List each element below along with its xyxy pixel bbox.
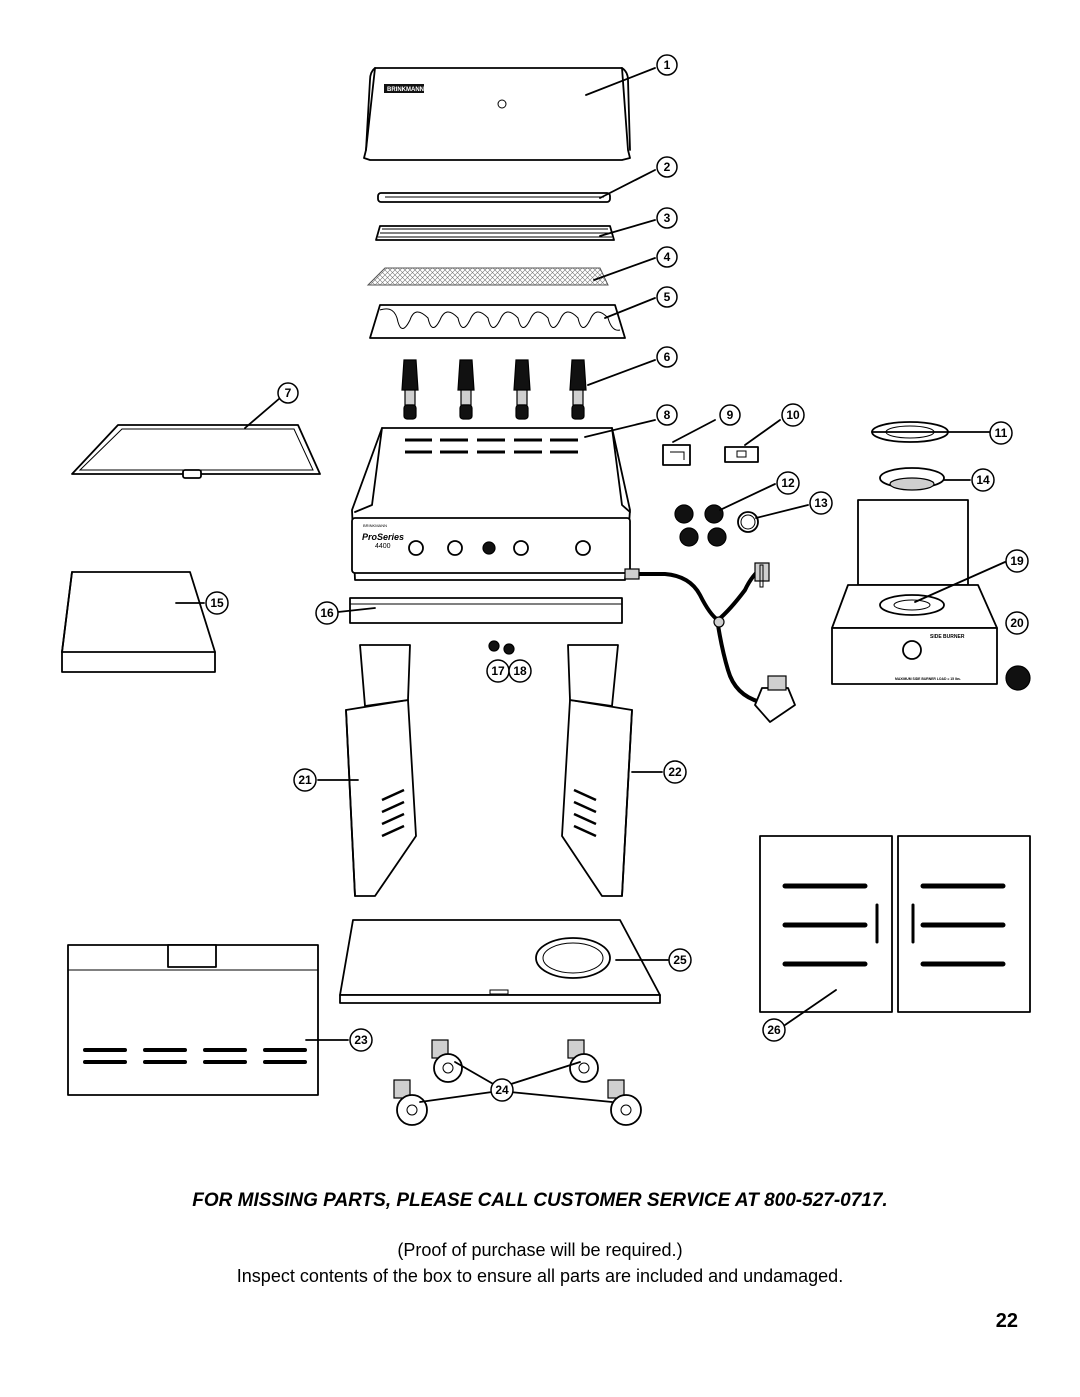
callout-15: 15 [205, 591, 229, 615]
part-side-burner [879, 467, 971, 491]
proof-of-purchase-text: (Proof of purchase will be required.) [397, 1240, 683, 1260]
callout-13: 13 [809, 491, 833, 515]
part-grill-body: BRINKMANN ProSeries 4400 [351, 419, 656, 581]
part-valve-stems [401, 359, 656, 420]
part-drip-tray [71, 397, 321, 479]
callout-22: 22 [663, 760, 687, 784]
svg-text:15: 15 [210, 596, 224, 610]
part-bracket-10 [724, 419, 781, 463]
callout-26: 26 [762, 1018, 786, 1042]
part-side-burner-grate [871, 421, 991, 443]
callout-3: 3 [656, 207, 678, 229]
svg-text:23: 23 [354, 1033, 368, 1047]
callout-19: 19 [1005, 549, 1029, 573]
inspect-contents-text: Inspect contents of the box to ensure al… [236, 1266, 844, 1286]
callout-11: 11 [989, 421, 1013, 445]
svg-text:8: 8 [664, 408, 671, 422]
lid-brand-label: BRINKMANN [387, 87, 424, 93]
svg-text:2: 2 [664, 160, 671, 174]
svg-text:26: 26 [767, 1023, 781, 1037]
page-number: 22 [995, 1310, 1018, 1332]
panel-brand-label: BRINKMANN [363, 523, 387, 528]
svg-text:5: 5 [664, 290, 671, 304]
side-burner-max-load: MAXIMUM SIDE BURNER LOAD = 15 lbs. [895, 677, 961, 681]
svg-text:16: 16 [320, 606, 334, 620]
callout-1: 1 [656, 54, 678, 76]
part-doors [759, 835, 1031, 1026]
callout-18: 18 [508, 659, 532, 683]
svg-text:24: 24 [495, 1083, 509, 1097]
part-thermometer [737, 504, 809, 533]
side-burner-title: SIDE BURNER [930, 634, 965, 640]
panel-series-label: ProSeries [362, 532, 404, 542]
part-casters [393, 1039, 642, 1126]
part-igniter-17-18 [488, 640, 515, 655]
part-side-shelf [61, 571, 216, 673]
callout-9: 9 [719, 404, 741, 426]
svg-text:25: 25 [673, 953, 687, 967]
callout-14: 14 [971, 468, 995, 492]
svg-text:7: 7 [285, 386, 292, 400]
svg-text:6: 6 [664, 350, 671, 364]
svg-text:4: 4 [664, 250, 671, 264]
callout-2: 2 [656, 156, 678, 178]
svg-text:20: 20 [1010, 616, 1024, 630]
callout-4: 4 [656, 246, 678, 268]
part-back-panel [67, 944, 349, 1096]
part-flavor-bars [369, 297, 656, 339]
callout-23: 23 [349, 1028, 373, 1052]
svg-text:10: 10 [786, 408, 800, 422]
part-right-cart-side [561, 644, 663, 897]
svg-text:21: 21 [298, 773, 312, 787]
callout-21: 21 [293, 768, 317, 792]
part-cooking-grate [375, 219, 656, 241]
callout-5: 5 [656, 286, 678, 308]
missing-parts-notice: FOR MISSING PARTS, PLEASE CALL CUSTOMER … [192, 1190, 888, 1211]
svg-text:14: 14 [976, 473, 990, 487]
svg-text:9: 9 [727, 408, 734, 422]
svg-text:19: 19 [1010, 554, 1024, 568]
svg-text:17: 17 [491, 664, 505, 678]
part-warming-rack [377, 169, 656, 203]
svg-text:12: 12 [781, 476, 795, 490]
part-side-burner-housing: SIDE BURNER MAXIMUM SIDE BURNER LOAD = 1… [831, 499, 1031, 691]
svg-text:22: 22 [668, 765, 682, 779]
callout-20: 20 [1005, 611, 1029, 635]
callout-25: 25 [668, 948, 692, 972]
callout-markers: 1 2 3 4 5 6 7 8 9 10 11 12 13 14 15 16 1… [205, 54, 1029, 1102]
part-bottom-shelf [339, 919, 669, 1004]
callout-6: 6 [656, 346, 678, 368]
part-gas-hose-regulator [624, 562, 796, 723]
part-left-cart-side [317, 644, 417, 897]
callout-10: 10 [781, 403, 805, 427]
callout-24: 24 [490, 1078, 514, 1102]
part-briquette-grate [366, 257, 656, 286]
svg-text:1: 1 [664, 58, 671, 72]
svg-text:3: 3 [664, 211, 671, 225]
panel-model-label: 4400 [375, 543, 391, 550]
part-lid: BRINKMANN [363, 67, 656, 161]
callout-7: 7 [277, 382, 299, 404]
part-control-knobs [674, 483, 776, 547]
svg-text:13: 13 [814, 496, 828, 510]
callout-16: 16 [315, 601, 339, 625]
svg-text:18: 18 [513, 664, 527, 678]
parts-diagram: BRINKMANN [61, 54, 1031, 1126]
part-front-panel [337, 597, 623, 624]
callout-8: 8 [656, 404, 678, 426]
part-bracket-9 [662, 419, 716, 466]
callout-12: 12 [776, 471, 800, 495]
svg-text:11: 11 [995, 426, 1008, 440]
callout-17: 17 [486, 659, 510, 683]
